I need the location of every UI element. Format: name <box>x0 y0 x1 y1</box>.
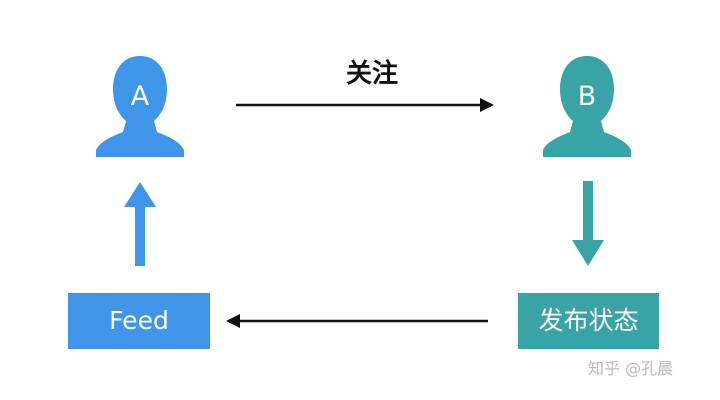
user-a-person-icon <box>96 56 184 157</box>
follow-arrow <box>236 98 494 112</box>
user-b-letter: B <box>577 81 597 112</box>
publish-status-box: 发布状态 <box>518 293 659 349</box>
watermark-text: 知乎 @孔晨 <box>588 359 674 378</box>
publish-to-feed-arrow <box>226 314 488 328</box>
follow-edge-label: 关注 <box>345 59 398 89</box>
feed-to-a-arrow <box>124 182 156 266</box>
feed-box: Feed <box>68 293 210 349</box>
feed-box-label: Feed <box>109 306 169 335</box>
user-b-node: B <box>531 53 643 157</box>
user-a-node: A <box>84 53 196 157</box>
user-a-letter: A <box>130 81 150 112</box>
publish-status-box-label: 发布状态 <box>538 306 639 335</box>
user-b-person-icon <box>543 56 631 157</box>
b-to-publish-arrow <box>572 181 604 266</box>
